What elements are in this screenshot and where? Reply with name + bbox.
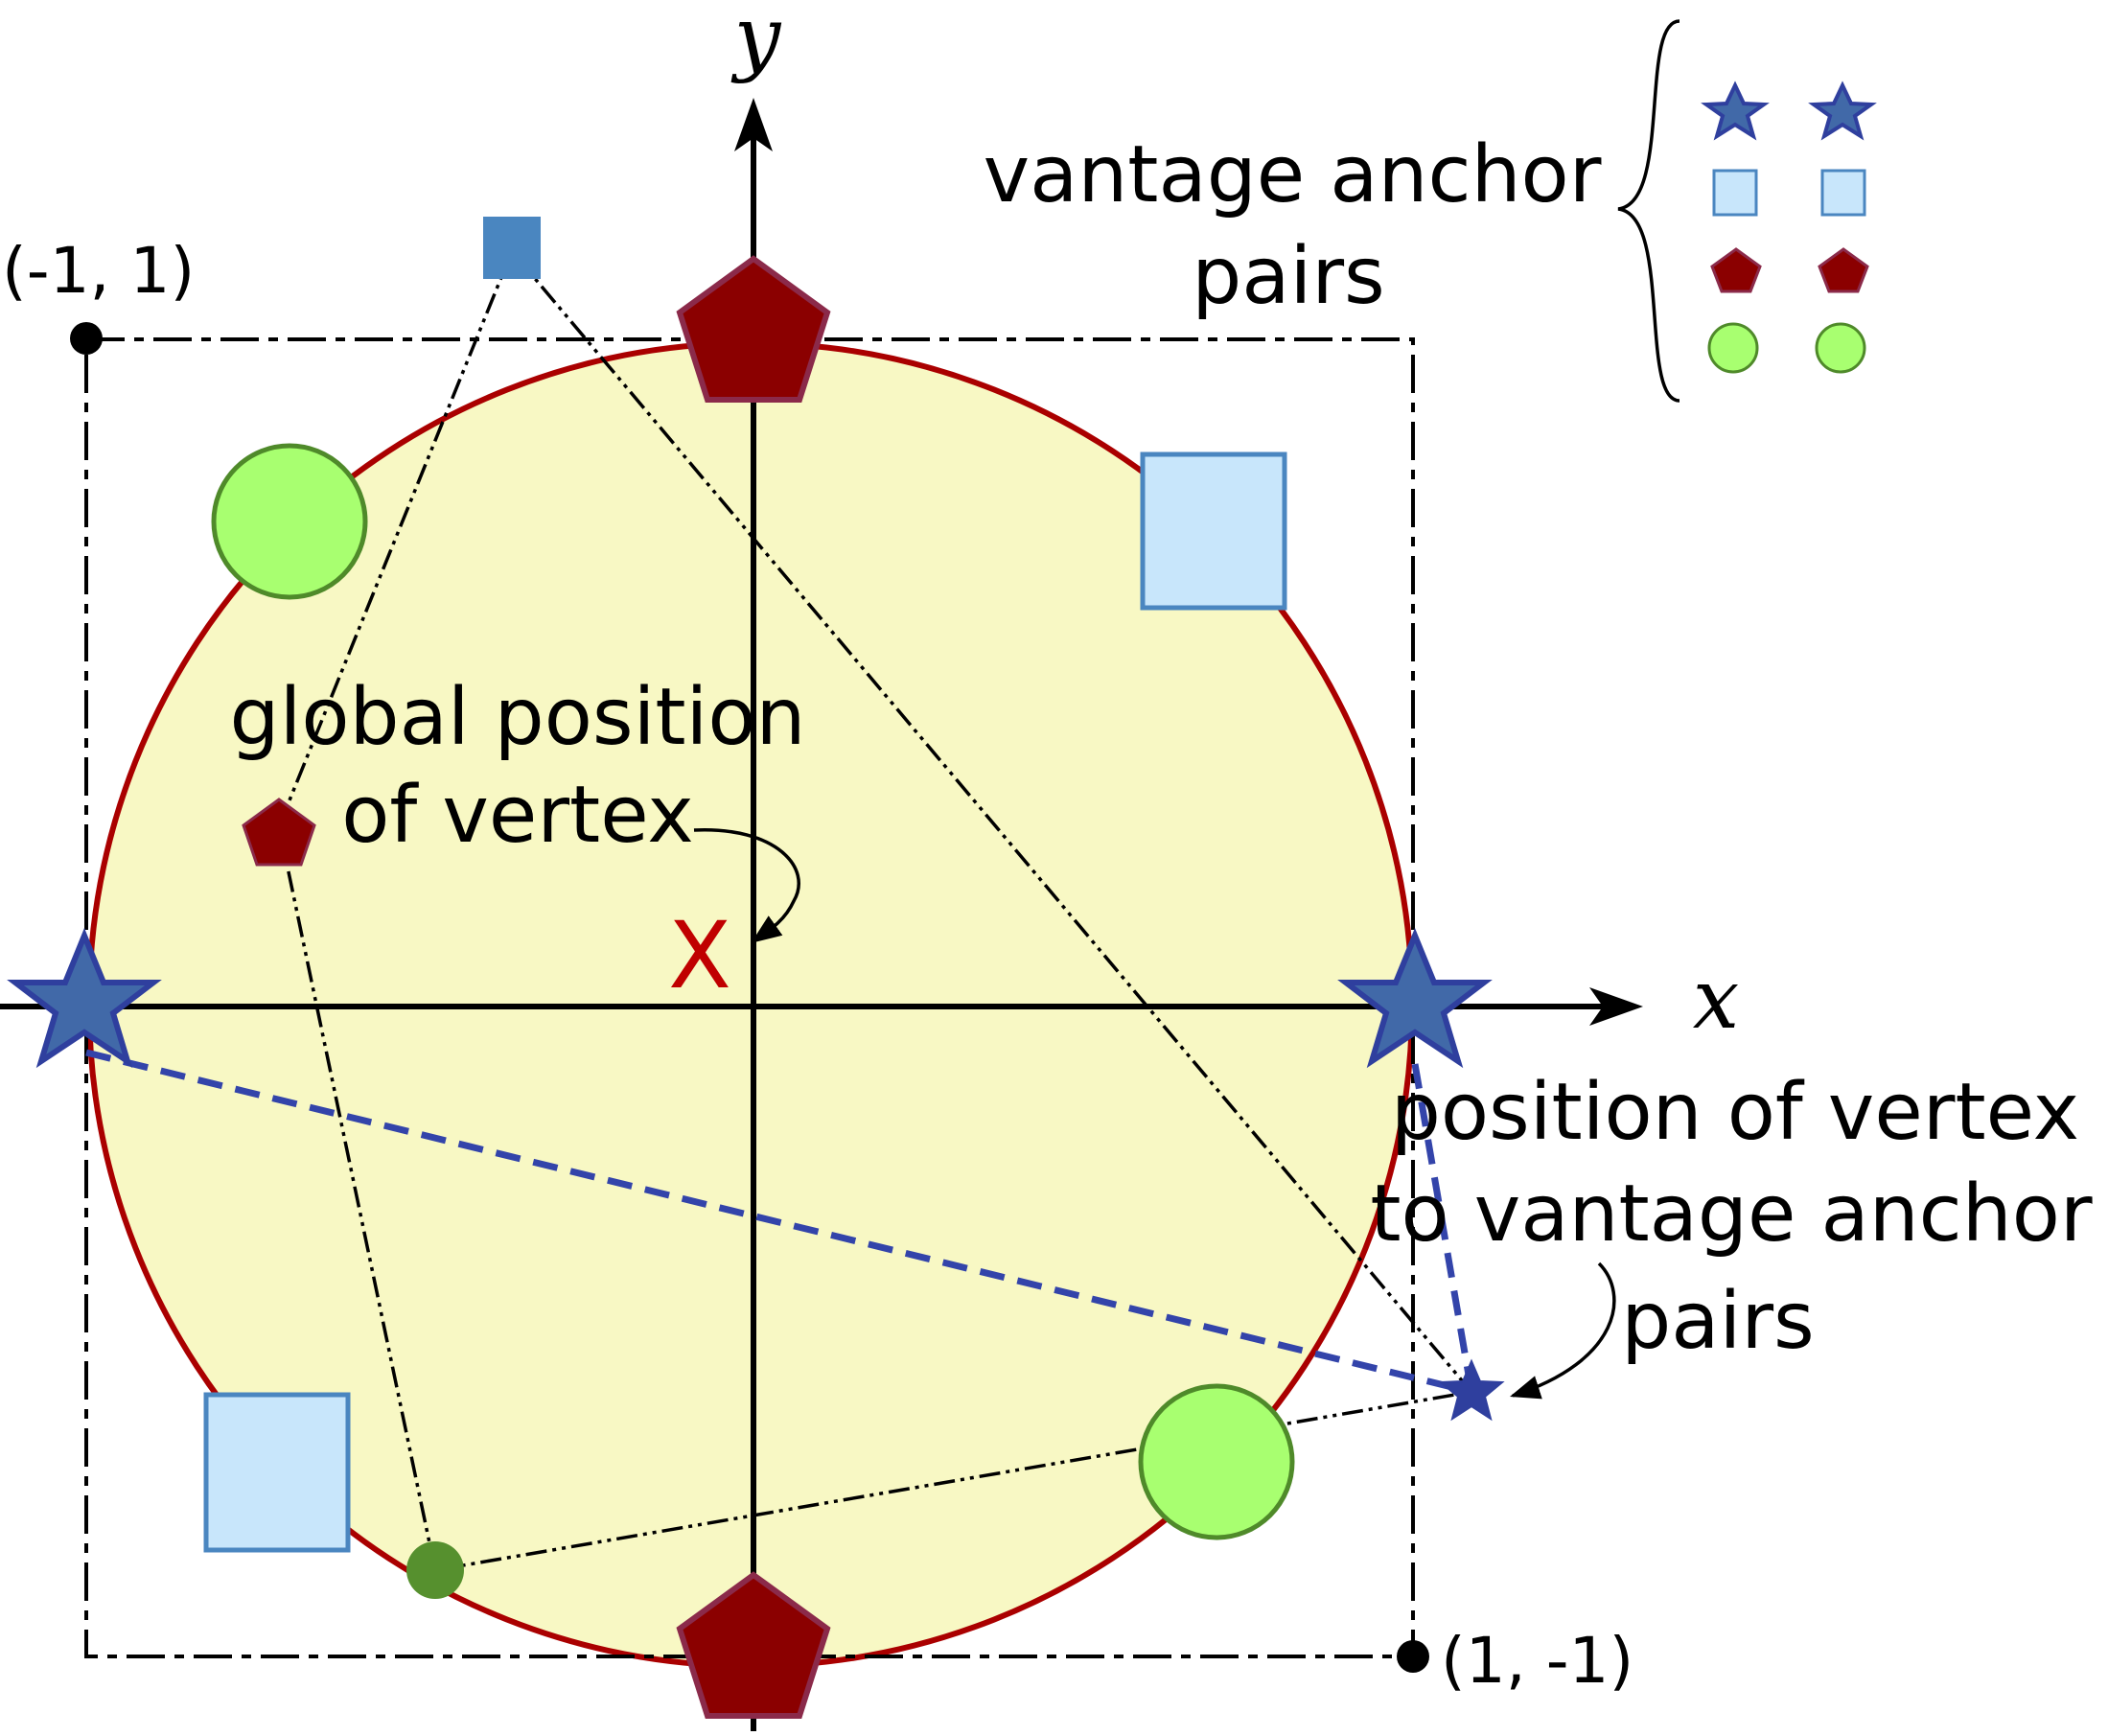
anchor-circle-lower-right — [1138, 1383, 1295, 1540]
legend-title-line2: pairs — [1192, 231, 1385, 322]
blue-dash-left-star-to-target — [85, 1049, 1472, 1396]
small-circle-marker — [406, 1541, 464, 1599]
relative-position-line2: to vantage anchor — [1370, 1169, 2093, 1260]
global-position-line1: global position — [230, 672, 806, 763]
relative-pointer-arrow — [1510, 1261, 1616, 1400]
legend-brace — [1617, 19, 1680, 403]
legend-star-1 — [1701, 81, 1770, 141]
global-position-line2: of vertex — [341, 770, 693, 861]
anchor-circles — [211, 443, 1295, 1540]
y-axis-arrowhead — [734, 98, 773, 151]
x-axis-label: x — [1693, 952, 1740, 1048]
corner-label-bottom-right: (1, -1) — [1441, 1624, 1633, 1698]
corner-dot-top-left — [70, 322, 103, 355]
legend-circle-1 — [1707, 322, 1759, 374]
anchor-star-left — [7, 928, 162, 1069]
anchor-pentagon-bottom — [676, 1571, 831, 1719]
target-star-marker — [1438, 1358, 1505, 1422]
anchor-star-right — [1337, 928, 1493, 1069]
corner-dot-bottom-right — [1397, 1640, 1429, 1673]
legend-pentagon-1 — [1710, 247, 1762, 293]
legend-square-1 — [1712, 169, 1758, 217]
x-axis-arrowhead — [1589, 987, 1643, 1026]
anchor-circle-upper-left — [211, 443, 368, 600]
anchor-squares — [203, 451, 1287, 1553]
relative-position-line1: position of vertex — [1391, 1067, 2079, 1158]
legend-circle-2 — [1815, 322, 1866, 374]
small-square-marker — [483, 217, 541, 279]
anchor-stars — [7, 928, 1493, 1069]
legend-items — [1701, 81, 1877, 374]
blue-dash-right-star-to-target — [1411, 1063, 1475, 1393]
anchor-square-upper-right — [1140, 451, 1287, 611]
legend-star-2 — [1808, 81, 1877, 141]
y-axis-label: y — [730, 0, 782, 85]
global-pointer-arrow — [693, 828, 800, 943]
line-square-to-star-target — [510, 249, 1473, 1394]
small-pentagon-marker — [242, 798, 316, 867]
legend-title-line1: vantage anchor — [984, 129, 1602, 220]
corner-label-top-left: (-1, 1) — [2, 234, 195, 308]
relative-position-line3: pairs — [1621, 1276, 1815, 1367]
anchor-square-lower-left — [203, 1392, 351, 1553]
line-small-circle-to-target — [434, 1390, 1472, 1572]
line-pentagon-to-small-circle — [277, 825, 437, 1571]
legend-square-2 — [1820, 169, 1866, 217]
anchor-pentagon-top — [676, 255, 831, 403]
anchor-pentagons — [676, 255, 831, 1719]
line-square-to-pentagon — [277, 250, 514, 827]
legend-pentagon-2 — [1818, 247, 1869, 293]
global-position-marker: X — [668, 902, 731, 1009]
